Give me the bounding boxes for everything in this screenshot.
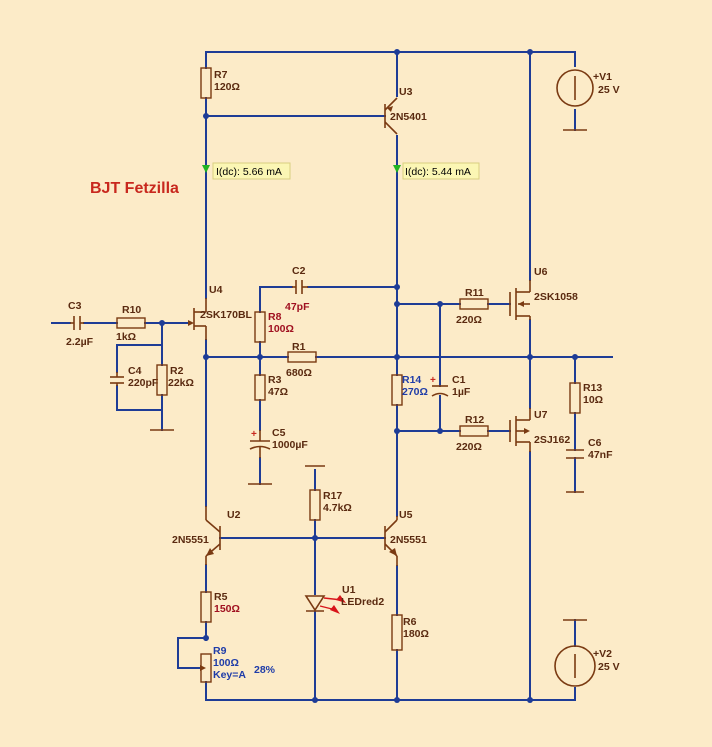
resistor-r17[interactable]: R17 4.7kΩ bbox=[305, 465, 352, 521]
resistor-r5[interactable]: R5 150Ω bbox=[200, 591, 240, 623]
resistor-r7[interactable]: R7 120Ω bbox=[200, 67, 240, 99]
led-u1[interactable]: U1 LEDred2 bbox=[304, 584, 384, 614]
resistor-r11[interactable]: R11 220Ω bbox=[456, 287, 489, 326]
components-r8-ref-label: R8 bbox=[268, 311, 282, 323]
resistor-r1[interactable]: R1 680Ω bbox=[286, 341, 317, 379]
components-r10-ref-label: R10 bbox=[122, 304, 141, 316]
components-r5-ref-label: R5 bbox=[214, 591, 228, 603]
components-r13-ref-label: R13 bbox=[583, 382, 602, 394]
components-r3-ref-label: R3 bbox=[268, 374, 282, 386]
mosfet-u7[interactable]: U7 2SJ162 bbox=[509, 408, 570, 452]
components-r9-percent-label: 28% bbox=[254, 664, 276, 676]
resistor-r3[interactable]: R3 47Ω bbox=[254, 374, 288, 401]
voltage-source-v1[interactable]: +V1 25 V bbox=[556, 69, 620, 131]
components-u3-ref-label: U3 bbox=[399, 86, 413, 98]
components-u7-value-label: 2SJ162 bbox=[534, 434, 570, 446]
capacitor-c4[interactable]: C4 220pF bbox=[110, 365, 159, 389]
components-r6-value-label: 180Ω bbox=[403, 628, 429, 640]
potentiometer-r9[interactable]: R9 100Ω Key=A 28% bbox=[200, 645, 276, 683]
capacitor-c1[interactable]: + C1 1µF bbox=[430, 374, 471, 398]
components-u3-value-label: 2N5401 bbox=[390, 111, 427, 123]
components-c5-value-label: 1000µF bbox=[272, 439, 308, 451]
resistor-r8[interactable]: R8 100Ω bbox=[254, 311, 294, 343]
components-u2-ref-label: U2 bbox=[227, 509, 241, 521]
transistor-u5[interactable]: U5 2N5551 bbox=[384, 509, 427, 566]
probes-0-text-label: I(dc): 5.66 mA bbox=[216, 166, 282, 178]
components-r17-value-label: 4.7kΩ bbox=[323, 502, 352, 514]
components-r14-value-label: 270Ω bbox=[402, 386, 428, 398]
resistor-r12[interactable]: R12 220Ω bbox=[456, 414, 489, 453]
components-r8-value-label: 100Ω bbox=[268, 323, 294, 335]
components-v1-value-label: 25 V bbox=[598, 84, 620, 96]
components-c2-value-label: 47pF bbox=[285, 301, 310, 313]
components-r17-ref-label: R17 bbox=[323, 490, 342, 502]
junctions bbox=[159, 49, 578, 703]
components-c4-ref-label: C4 bbox=[128, 365, 142, 377]
resistor-r6[interactable]: R6 180Ω bbox=[391, 614, 429, 651]
components-u6-ref-label: U6 bbox=[534, 266, 548, 278]
capacitor-c2[interactable]: C2 47pF bbox=[285, 265, 310, 313]
components-c4-value-label: 220pF bbox=[128, 377, 159, 389]
components-u4-value-label: 2SK170BL bbox=[200, 309, 253, 321]
components-c5-ref-label: C5 bbox=[272, 427, 286, 439]
components-r14-ref-label: R14 bbox=[402, 374, 421, 386]
components-r2-ref-label: R2 bbox=[170, 365, 184, 377]
wires bbox=[51, 51, 613, 701]
components-r5-value-label: 150Ω bbox=[214, 603, 240, 615]
components-c1-ref-label: C1 bbox=[452, 374, 466, 386]
transistor-u3[interactable]: U3 2N5401 bbox=[384, 86, 427, 135]
resistor-r10[interactable]: R10 1kΩ bbox=[116, 304, 146, 343]
schematic-title: BJT Fetzilla bbox=[90, 180, 179, 197]
svg-text:+: + bbox=[251, 429, 257, 440]
components-r9-value-label: 100Ω bbox=[213, 657, 239, 669]
jfet-u4[interactable]: U4 2SK170BL bbox=[188, 284, 253, 340]
capacitor-c6[interactable]: C6 47nF bbox=[566, 437, 613, 461]
components-r12-ref-label: R12 bbox=[465, 414, 484, 426]
components-v2-ref-label: +V2 bbox=[593, 648, 612, 660]
probes-1-text-label: I(dc): 5.44 mA bbox=[405, 166, 471, 178]
components-u2-value-label: 2N5551 bbox=[172, 534, 209, 546]
components-v2-value-label: 25 V bbox=[598, 661, 620, 673]
components-r11-value-label: 220Ω bbox=[456, 314, 482, 326]
components-r11-ref-label: R11 bbox=[465, 287, 484, 299]
components-u7-ref-label: U7 bbox=[534, 409, 548, 421]
components-r3-value-label: 47Ω bbox=[268, 386, 288, 398]
components-c6-value-label: 47nF bbox=[588, 449, 613, 461]
components-u4-ref-label: U4 bbox=[209, 284, 223, 296]
resistor-r14[interactable]: R14 270Ω bbox=[391, 374, 428, 406]
current-probe-left: I(dc): 5.66 mA bbox=[202, 162, 291, 180]
components-c3-ref-label: C3 bbox=[68, 300, 82, 312]
svg-text:+: + bbox=[430, 375, 436, 386]
components-c6-ref-label: C6 bbox=[588, 437, 602, 449]
components-u6-value-label: 2SK1058 bbox=[534, 291, 578, 303]
resistor-r2[interactable]: R2 22kΩ bbox=[156, 364, 194, 396]
capacitor-c3[interactable]: C3 2.2µF bbox=[66, 300, 94, 348]
components-c1-value-label: 1µF bbox=[452, 386, 471, 398]
components-c3-value-label: 2.2µF bbox=[66, 336, 94, 348]
components-u1-ref-label: U1 bbox=[342, 584, 356, 596]
components-r2-value-label: 22kΩ bbox=[168, 377, 194, 389]
components-u5-value-label: 2N5551 bbox=[390, 534, 427, 546]
components-r13-value-label: 10Ω bbox=[583, 394, 603, 406]
components-c2-ref-label: C2 bbox=[292, 265, 306, 277]
components-u1-value-label: LEDred2 bbox=[341, 596, 384, 608]
resistor-r13[interactable]: R13 10Ω bbox=[569, 382, 603, 414]
components-r6-ref-label: R6 bbox=[403, 616, 417, 628]
current-probe-right: I(dc): 5.44 mA bbox=[393, 162, 480, 180]
components-r9-key-label: Key=A bbox=[213, 669, 246, 681]
components-r9-ref-label: R9 bbox=[213, 645, 227, 657]
components-r12-value-label: 220Ω bbox=[456, 441, 482, 453]
components-r10-value-label: 1kΩ bbox=[116, 331, 136, 343]
voltage-source-v2[interactable]: +V2 25 V bbox=[554, 619, 620, 687]
components-v1-ref-label: +V1 bbox=[593, 71, 612, 83]
mosfet-u6[interactable]: U6 2SK1058 bbox=[509, 266, 578, 320]
capacitor-c5[interactable]: + C5 1000µF bbox=[249, 427, 308, 458]
components-r7-ref-label: R7 bbox=[214, 69, 228, 81]
components-r1-ref-label: R1 bbox=[292, 341, 306, 353]
components-u5-ref-label: U5 bbox=[399, 509, 413, 521]
components-r1-value-label: 680Ω bbox=[286, 367, 312, 379]
components-r7-value-label: 120Ω bbox=[214, 81, 240, 93]
transistor-u2[interactable]: U2 2N5551 bbox=[172, 506, 241, 565]
